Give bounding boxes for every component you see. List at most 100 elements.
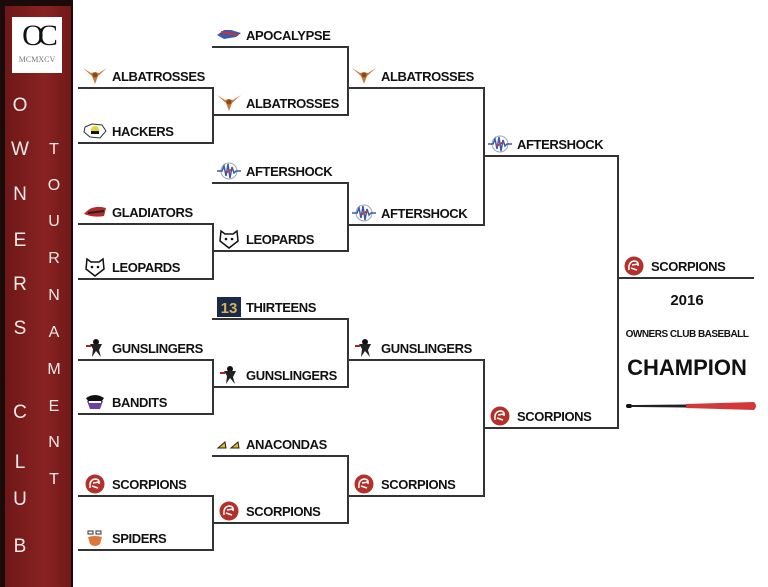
svg-text:13: 13 [221,300,238,317]
team-slot[interactable]: LEOPARDS [82,256,180,278]
baseball-bat-icon [626,402,756,410]
team-slot[interactable]: AFTERSHOCK [351,202,468,224]
sidebar-letter: N [13,184,27,205]
sidebar-letter: N [48,434,60,451]
team-slot[interactable]: SCORPIONS [621,255,726,277]
champion-league: OWNERS CLUB BASEBALL [625,329,749,340]
bracket-line [78,278,214,280]
bracket-connector [347,182,349,252]
bracket-line [78,87,214,89]
team-name: BANDITS [112,394,167,410]
aftershock-logo-icon [216,161,242,181]
bracket-line [483,427,619,429]
sidebar-letter: O [47,177,61,194]
bracket-connector [617,155,619,429]
sidebar-letter: B [13,536,27,557]
bracket-line [617,277,754,279]
bracket-line [212,386,349,388]
team-slot[interactable]: GLADIATORS [82,201,193,223]
team-name: SPIDERS [112,530,167,546]
bracket-line [78,549,214,551]
gladiator-logo-icon [82,202,108,222]
bracket-line [78,359,214,361]
sidebar-letter: E [48,398,60,415]
leopard-logo-icon [216,229,242,249]
bracket-line [212,250,349,252]
bracket-line [483,155,619,157]
team-name: ANACONDAS [246,436,327,452]
team-name: AFTERSHOCK [246,163,333,179]
bracket-line [78,495,214,497]
sidebar-letter: E [13,230,27,251]
sidebar-letter: U [48,213,60,230]
bracket-line [347,359,485,361]
owners-club-logo: OC MCMXCV [12,17,62,73]
team-name: GUNSLINGERS [381,340,472,356]
team-name: SCORPIONS [112,476,187,492]
team-name: GLADIATORS [112,204,193,220]
scorpion-logo-icon [487,406,513,426]
team-slot[interactable]: HACKERS [82,120,174,142]
albatross-logo-icon [351,66,377,86]
bracket-line [212,46,349,48]
team-slot[interactable]: GUNSLINGERS [216,364,337,386]
hacker-logo-icon [82,121,108,141]
team-slot[interactable]: ALBATROSSES [216,92,339,114]
bracket-line [212,182,349,184]
albatross-logo-icon [216,93,242,113]
team-name: AFTERSHOCK [381,205,468,221]
bracket-line [78,413,214,415]
team-name: HACKERS [112,123,174,139]
bracket-line [212,318,349,320]
gunslinger-logo-icon [82,338,108,358]
aftershock-logo-icon [351,203,377,223]
team-slot[interactable]: GUNSLINGERS [351,337,472,359]
champion-title: CHAMPION [627,355,747,380]
sidebar-panel [5,6,71,587]
team-name: SCORPIONS [517,408,592,424]
team-slot[interactable]: ALBATROSSES [82,65,205,87]
team-slot[interactable]: SCORPIONS [82,473,187,495]
sidebar-letter: N [48,287,60,304]
aftershock-logo-icon [487,134,513,154]
sidebar-letter: T [49,471,59,488]
team-name: SCORPIONS [381,476,456,492]
team-slot[interactable]: BANDITS [82,391,167,413]
bandit-logo-icon [82,392,108,412]
team-slot[interactable]: LEOPARDS [216,228,314,250]
team-slot[interactable]: AFTERSHOCK [216,160,333,182]
team-slot[interactable]: AFTERSHOCK [487,133,604,155]
team-name: ALBATROSSES [246,95,339,111]
team-name: SCORPIONS [651,258,726,274]
team-name: LEOPARDS [246,231,315,247]
team-name: SCORPIONS [246,503,321,519]
team-slot[interactable]: SPIDERS [82,527,167,549]
team-slot[interactable]: ANACONDAS [216,433,327,455]
team-slot[interactable]: SCORPIONS [216,500,321,522]
scorpion-logo-icon [621,256,647,276]
bracket-line [212,455,349,457]
team-slot[interactable]: SCORPIONS [487,405,592,427]
sidebar-letter: C [13,402,27,423]
sidebar-letter: W [11,139,29,160]
logo-letters: OC [22,19,58,52]
team-slot[interactable]: APOCALYPSE [216,24,331,46]
scorpion-logo-icon [216,501,242,521]
logo-year: MCMXCV [18,55,56,64]
sidebar-letter: S [13,318,27,339]
sidebar-letter: T [49,141,59,158]
team-name: AFTERSHOCK [517,136,604,152]
team-slot[interactable]: SCORPIONS [351,473,456,495]
bracket-connector [347,46,349,116]
team-name: ALBATROSSES [112,68,205,84]
apocalypse-logo-icon [216,25,242,45]
team-slot[interactable]: GUNSLINGERS [82,337,203,359]
sidebar-letter: O [12,95,28,116]
sidebar-letter: R [48,250,60,267]
bracket-line [78,223,214,225]
team-name: ALBATROSSES [381,68,474,84]
bracket-connector [347,455,349,524]
team-slot[interactable]: ALBATROSSES [351,65,474,87]
